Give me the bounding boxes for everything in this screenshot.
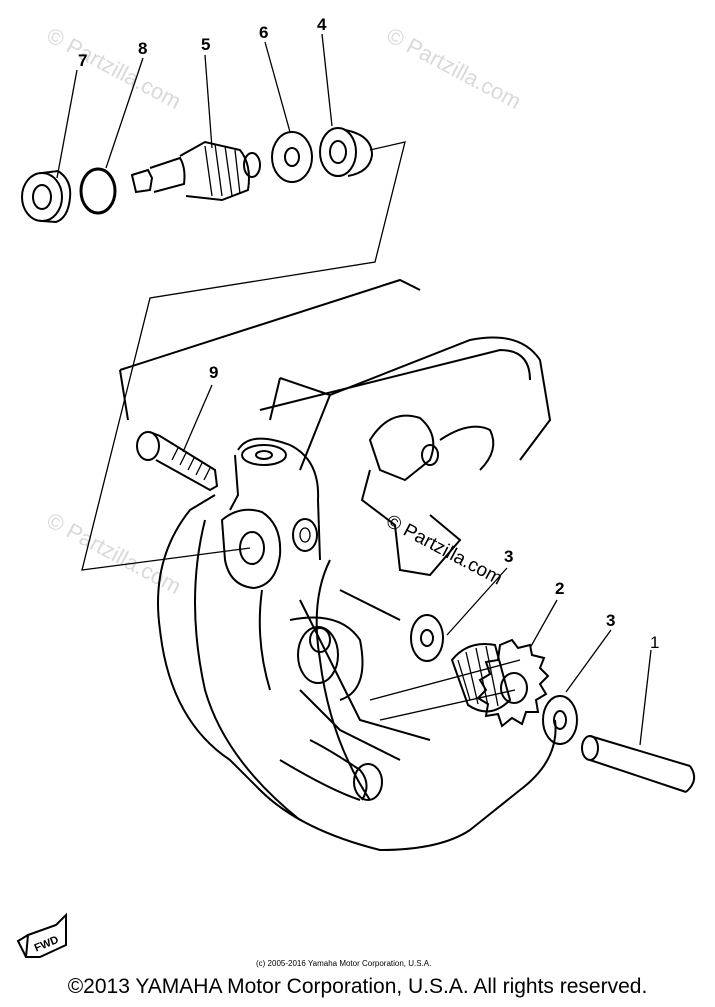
part-7-bearing bbox=[21, 169, 72, 224]
part-3-washer-lower bbox=[542, 695, 578, 745]
copyright-footer: ©2013 YAMAHA Motor Corporation, U.S.A. A… bbox=[67, 975, 648, 998]
part-2-gear bbox=[450, 638, 550, 728]
part-5-drive-gear bbox=[130, 140, 261, 202]
callout-4: 4 bbox=[317, 15, 327, 34]
callout-labels: 7 8 5 6 4 9 3 2 3 1 bbox=[78, 15, 659, 652]
callout-9: 9 bbox=[209, 363, 218, 382]
assembly-leader-line bbox=[81, 141, 406, 571]
callout-7: 7 bbox=[78, 51, 87, 70]
part-6-washer bbox=[271, 131, 313, 183]
callout-3-upper: 3 bbox=[504, 547, 513, 566]
callout-5: 5 bbox=[201, 35, 210, 54]
watermark-mid-left: © Partzilla.com bbox=[43, 507, 186, 599]
callout-1: 1 bbox=[650, 633, 659, 652]
callout-8: 8 bbox=[138, 39, 147, 58]
small-copyright: (c) 2005-2016 Yamaha Motor Corporation, … bbox=[256, 959, 431, 968]
part-3-washer-upper bbox=[410, 614, 444, 662]
part-9-bolt bbox=[136, 431, 219, 492]
callout-2: 2 bbox=[555, 579, 564, 598]
watermark-top-left: © Partzilla.com bbox=[43, 22, 186, 114]
part-1-shaft bbox=[581, 735, 696, 793]
callout-leaders bbox=[56, 33, 652, 746]
watermark-top-right: © Partzilla.com bbox=[383, 22, 526, 114]
crankcase-housing bbox=[119, 278, 557, 852]
part-4-collar bbox=[319, 127, 374, 177]
fwd-arrow-icon: FWD bbox=[16, 912, 67, 958]
callout-6: 6 bbox=[259, 23, 268, 42]
part-8-oring bbox=[79, 167, 117, 215]
callout-3-lower: 3 bbox=[606, 611, 615, 630]
watermark-mid-right: © Partzilla.com bbox=[383, 511, 506, 590]
